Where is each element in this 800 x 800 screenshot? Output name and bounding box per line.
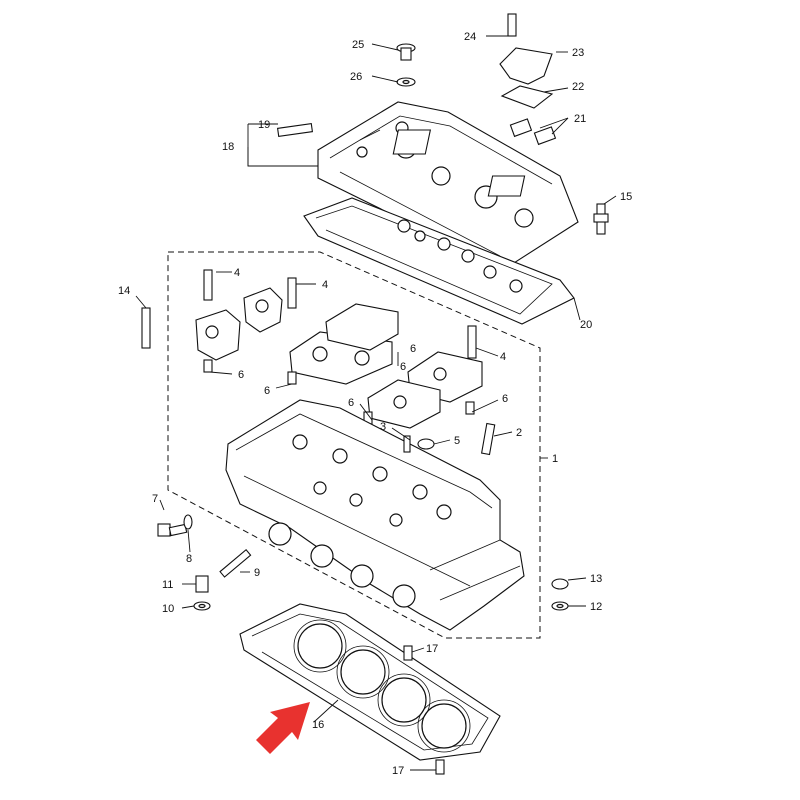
callout-4-b: 4 [322, 279, 328, 291]
leader-lines [135, 35, 617, 771]
part-19-bracket [276, 123, 314, 137]
callout-21: 21 [574, 113, 586, 125]
part-7-bolt [157, 523, 188, 537]
callout-1: 1 [552, 453, 558, 465]
callout-3: 3 [380, 421, 386, 433]
callout-17-upper: 17 [426, 643, 438, 655]
part-23-cover [499, 47, 553, 85]
callout-15: 15 [620, 191, 632, 203]
part-13-nut [551, 578, 569, 590]
callout-11: 11 [162, 579, 173, 591]
valve-cover-gasket [303, 197, 575, 325]
callout-5: 5 [454, 435, 460, 447]
part-21-reed [509, 118, 557, 146]
part-17-dowel-upper [403, 645, 413, 661]
callout-10: 10 [162, 603, 174, 615]
part-12-washer [551, 601, 569, 611]
callout-26: 26 [350, 71, 362, 83]
callout-7: 7 [152, 493, 158, 505]
cylinder-head [225, 399, 525, 631]
part-24-screw [507, 13, 517, 37]
callout-6-f: 6 [348, 397, 354, 409]
callout-6-a: 6 [238, 369, 244, 381]
part-22-plate [500, 85, 554, 109]
callout-18: 18 [222, 141, 234, 153]
part-10-washer [193, 601, 211, 611]
callout-12: 12 [590, 601, 602, 613]
callout-numbers: 24 23 25 26 22 21 19 18 15 20 14 4 4 4 6… [118, 31, 632, 777]
callout-6-d: 6 [400, 361, 406, 373]
cam-holder-left-1 [195, 309, 241, 361]
callout-4-c: 4 [500, 351, 506, 363]
callout-17-lower: 17 [392, 765, 404, 777]
callout-14: 14 [118, 285, 130, 297]
part-17-dowel-lower [435, 759, 445, 775]
cam-holder-right-2 [367, 379, 441, 429]
callout-6-c: 6 [410, 343, 416, 355]
callout-16: 16 [312, 719, 324, 731]
part-5-cap [417, 438, 435, 450]
callout-6-e: 6 [502, 393, 508, 405]
part-2-sleeve [480, 422, 496, 456]
callout-20: 20 [580, 319, 592, 331]
callout-4-a: 4 [234, 267, 240, 279]
part-8-washer [183, 514, 193, 530]
part-26-grommet [396, 77, 416, 87]
callout-9: 9 [254, 567, 260, 579]
head-gasket [239, 603, 501, 761]
callout-25: 25 [352, 39, 364, 51]
callout-24: 24 [464, 31, 476, 43]
cam-holder-mid-2 [325, 303, 399, 351]
part-3-stud [403, 435, 411, 453]
cam-holder-left-2 [243, 287, 283, 333]
callout-2: 2 [516, 427, 522, 439]
red-arrow-pointer [256, 702, 310, 754]
part-9-stud [219, 548, 252, 578]
assembly-boundary [167, 251, 541, 639]
valve-cover [317, 101, 579, 269]
callout-8: 8 [186, 553, 192, 565]
part-15-spark-plug [593, 203, 609, 235]
callout-23: 23 [572, 47, 584, 59]
part-25-bolt [396, 43, 416, 61]
callout-22: 22 [572, 81, 584, 93]
callout-19: 19 [258, 119, 270, 131]
callout-13: 13 [590, 573, 602, 585]
part-11-dowel [195, 575, 209, 593]
callout-6-b: 6 [264, 385, 270, 397]
